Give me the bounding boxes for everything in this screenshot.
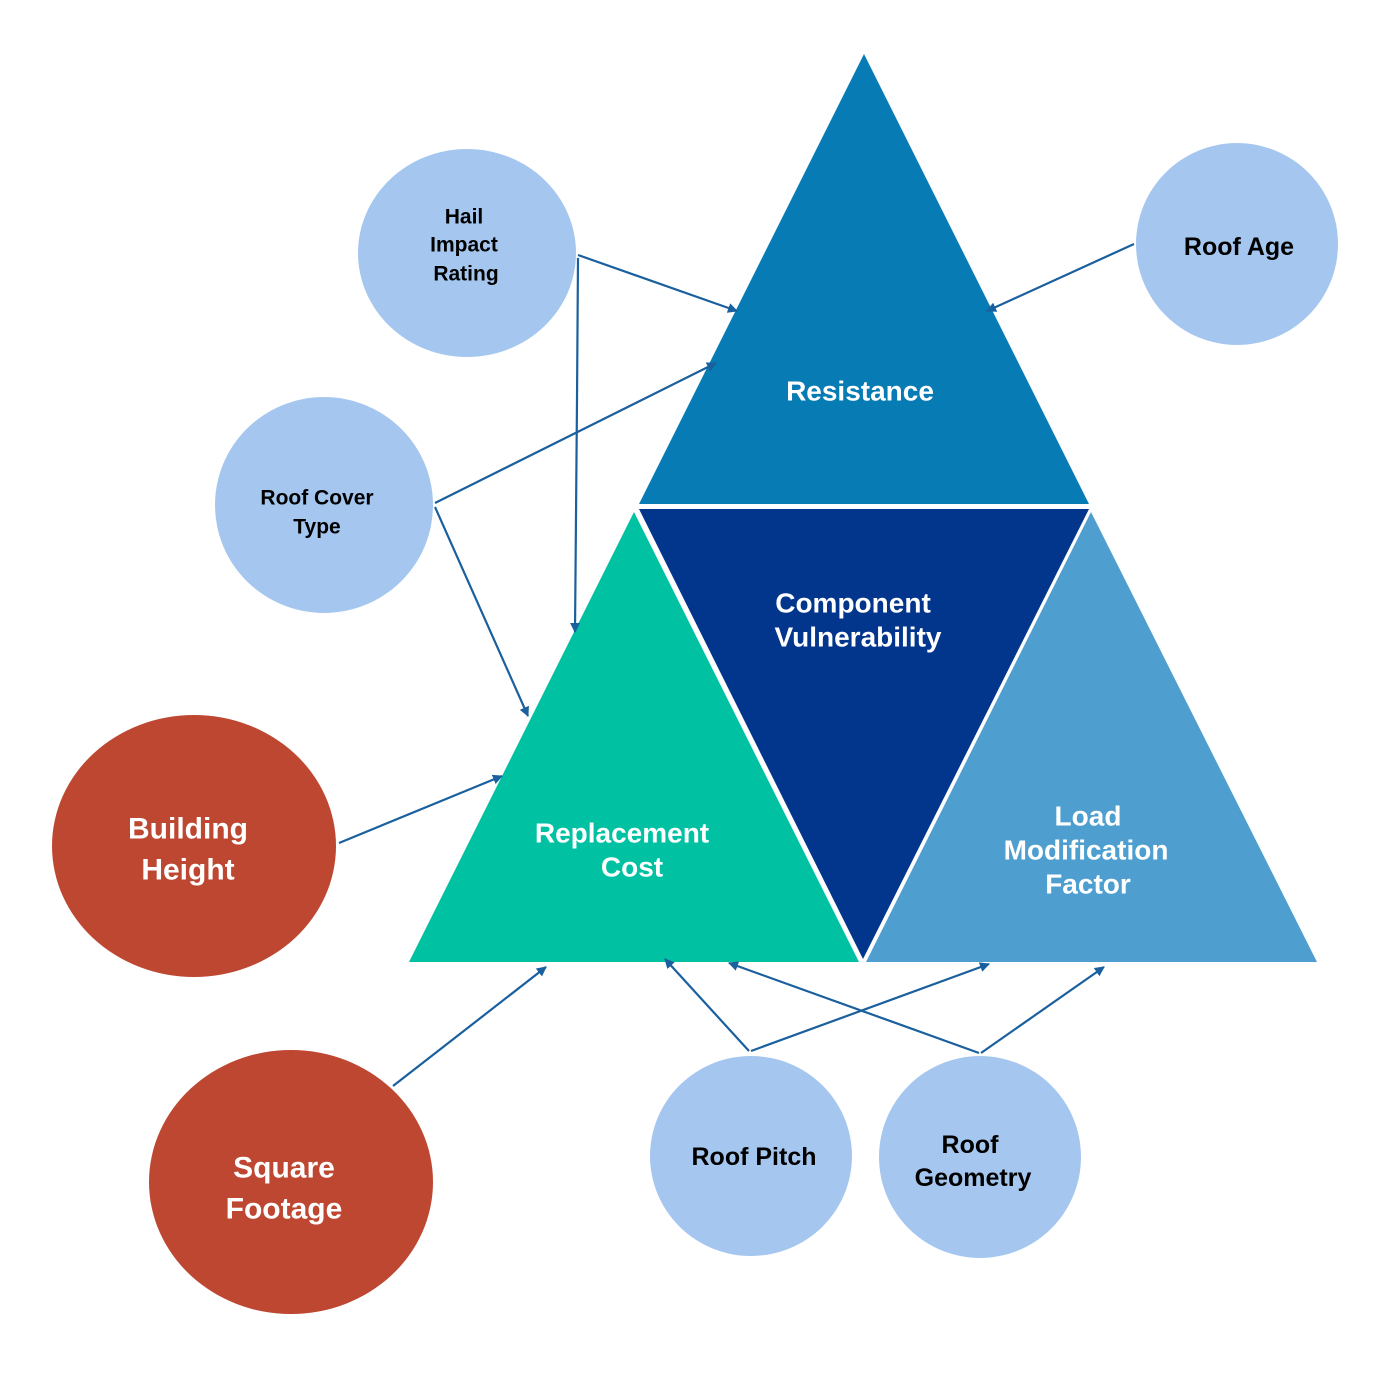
hail-impact-rating-node — [358, 149, 576, 357]
roof-geometry-label-line2: Geometry — [915, 1164, 1032, 1192]
replacement-cost-label-line1: Replacement — [535, 818, 709, 849]
replacement-cost-triangle — [409, 512, 859, 962]
arrow-roof-pitch-to-load-modification-factor — [750, 962, 990, 1053]
arrow-building-height-to-replacement-cost — [338, 774, 503, 845]
roof-cover-type-label-line1: Roof Cover — [260, 487, 373, 510]
component-vulnerability-triangle — [639, 509, 1089, 959]
square-footage-label-line1: Square — [233, 1152, 335, 1185]
roof-cover-type-node — [215, 397, 433, 613]
hail-impact-rating-label-line3: Rating — [433, 263, 498, 286]
square-footage-label-line2: Footage — [226, 1193, 343, 1226]
arrow-hail-impact-rating-to-resistance — [577, 253, 738, 313]
roof-pitch-label: Roof Pitch — [692, 1143, 817, 1171]
square-footage-node — [149, 1050, 433, 1314]
roof-age-label: Roof Age — [1184, 233, 1294, 261]
load-modification-factor-label-line3: Factor — [1045, 869, 1131, 900]
arrow-roof-cover-type-to-replacement-cost — [433, 506, 530, 717]
hail-impact-rating-label-line2: Impact — [430, 234, 498, 257]
roof-pitch-node — [650, 1056, 852, 1256]
component-vulnerability-label-line1: Component — [775, 588, 931, 619]
roof-cover-type-label-line2: Type — [293, 516, 340, 539]
arrow-roof-geometry-to-load-modification-factor — [980, 966, 1105, 1054]
arrow-roof-pitch-to-replacement-cost — [664, 958, 750, 1052]
building-height-node — [52, 715, 336, 977]
building-height-label-line2: Height — [141, 854, 234, 887]
roof-geometry-label-line1: Roof — [942, 1131, 1000, 1159]
arrow-square-footage-to-replacement-cost — [392, 966, 547, 1087]
arrow-roof-cover-type-to-resistance — [434, 362, 717, 504]
roof-age-node — [1136, 143, 1338, 345]
arrow-roof-age-to-resistance — [986, 242, 1135, 313]
load-modification-factor-triangle — [866, 512, 1317, 962]
arrow-roof-geometry-to-replacement-cost — [728, 961, 980, 1055]
component-vulnerability-label-line2: Vulnerability — [774, 622, 941, 653]
resistance-label: Resistance — [786, 376, 934, 407]
replacement-cost-label-line2: Cost — [601, 852, 663, 883]
load-modification-factor-label-line2: Modification — [1004, 835, 1169, 866]
roof-geometry-node — [879, 1056, 1081, 1258]
arrow-hail-impact-rating-to-replacement-cost — [570, 257, 581, 633]
building-height-label-line1: Building — [128, 813, 248, 846]
hail-impact-rating-label-line1: Hail — [445, 206, 484, 229]
load-modification-factor-label-line1: Load — [1055, 801, 1122, 832]
resistance-triangle — [639, 54, 1089, 504]
